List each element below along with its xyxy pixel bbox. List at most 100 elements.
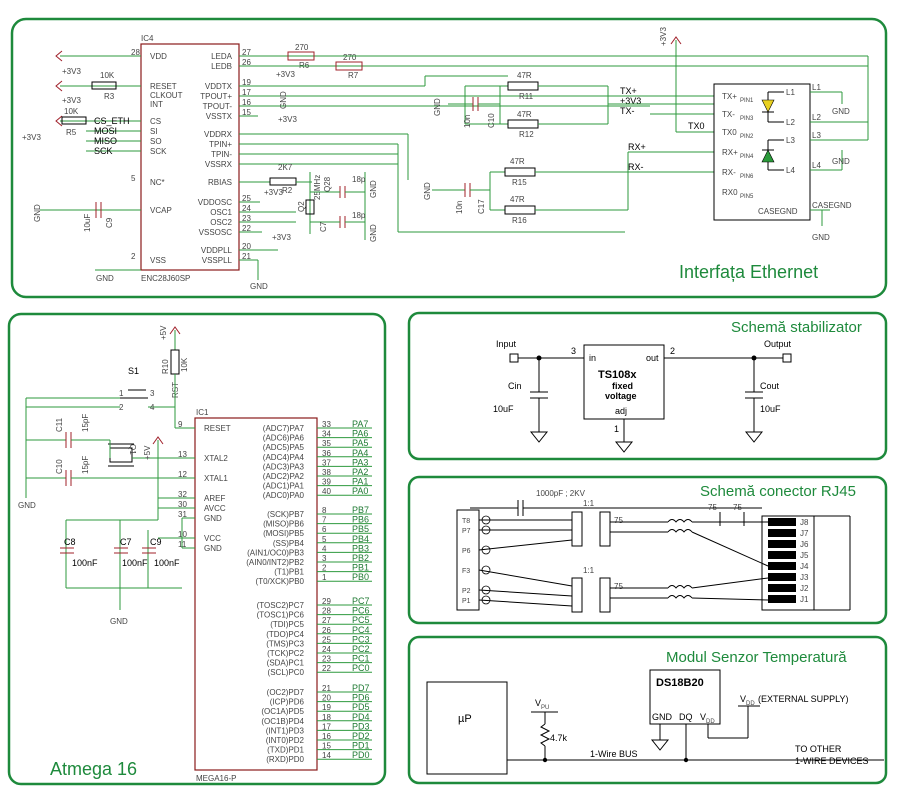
enc-pin-label: LEDB — [211, 62, 232, 71]
atmega-pin-number: 4 — [322, 544, 327, 553]
svg-text:RX+: RX+ — [628, 142, 646, 152]
atmega-net-label: PD3 — [352, 721, 370, 731]
atmega-net-label: PB6 — [352, 515, 369, 525]
svg-text:+3V3: +3V3 — [62, 67, 81, 76]
svg-text:+3V3: +3V3 — [272, 233, 291, 242]
enc-pin-number: 16 — [242, 98, 251, 107]
rj45-left-pin: F3 — [462, 568, 470, 575]
atmega-net-label: PA0 — [352, 486, 368, 496]
sensor-panel — [407, 635, 888, 785]
svg-text:S1: S1 — [128, 366, 139, 376]
svg-text:10uF: 10uF — [760, 404, 781, 414]
svg-text:15pF: 15pF — [81, 414, 90, 432]
rj45-left-pin: P6 — [462, 548, 471, 555]
svg-text:DQ: DQ — [679, 712, 693, 722]
atmega-net-label: PA4 — [352, 448, 368, 458]
enc-pin-number: 2 — [131, 252, 136, 261]
svg-text:Cin: Cin — [508, 381, 522, 391]
svg-text:1000pF ; 2KV: 1000pF ; 2KV — [536, 489, 586, 498]
svg-text:IC4: IC4 — [141, 34, 154, 43]
atmega-port-pin: (OC1A)PD5 — [261, 707, 304, 716]
svg-text:GND: GND — [812, 233, 830, 242]
atmega-port-pin: (TDI)PC5 — [270, 620, 304, 629]
atmega-pin-number: 21 — [322, 684, 331, 693]
svg-text:GND: GND — [423, 182, 432, 200]
atmega-port-pin: (T0/XCK)PB0 — [256, 577, 305, 586]
atmega-pin-label: AREF — [204, 494, 225, 503]
svg-text:GND: GND — [652, 712, 673, 722]
rj45-left-pad — [481, 565, 491, 575]
atmega-pin-number: 6 — [322, 525, 327, 534]
svg-text:V: V — [535, 698, 541, 708]
atmega-pin-number: 38 — [322, 468, 331, 477]
svg-text:V: V — [740, 694, 746, 704]
atmega-pin-number: 1 — [322, 573, 327, 582]
atmega-net-label: PA5 — [352, 438, 368, 448]
atmega-pin-number: 30 — [178, 500, 187, 509]
atmega-net-label: PD2 — [352, 731, 370, 741]
atmega-net-label: PA3 — [352, 457, 368, 467]
atmega-wiring: +5V R10 10K RST S1 1 2 3 4 GND C11 15pF … — [18, 325, 195, 626]
atmega-net-label: PC6 — [352, 606, 370, 616]
svg-text:+5V: +5V — [143, 445, 152, 460]
atmega-port-pin: (TCK)PC2 — [267, 649, 304, 658]
svg-text:1-Wire BUS: 1-Wire BUS — [590, 749, 638, 759]
svg-text:10n: 10n — [455, 201, 464, 214]
enc-pin-label: TPIN+ — [209, 140, 232, 149]
svg-text:voltage: voltage — [605, 391, 637, 401]
svg-text:R15: R15 — [512, 178, 527, 187]
svg-text:PU: PU — [541, 705, 549, 711]
svg-text:47R: 47R — [517, 71, 532, 80]
enc-pin-label: TPOUT- — [203, 102, 233, 111]
atmega-pin-number: 13 — [178, 450, 187, 459]
sensor-circuit: µP V PU 4.7k 1-Wire BUS DS18B20 GND DQ V… — [426, 669, 884, 775]
atmega-pin-number: 9 — [178, 420, 183, 429]
svg-text:C7: C7 — [120, 537, 132, 547]
rj45-contact — [768, 595, 796, 603]
enc-pin-label: VSS — [150, 256, 166, 265]
enc-pin-label: VDDOSC — [198, 198, 232, 207]
enc-pin-label: VDDRX — [204, 130, 233, 139]
svg-text:75: 75 — [614, 516, 623, 525]
ethernet-title: Interfața Ethernet — [679, 262, 818, 282]
atmega-panel — [7, 312, 387, 786]
svg-text:4: 4 — [150, 403, 155, 412]
enc-pin-label: VSSTX — [206, 112, 233, 121]
atmega-net-label: PB4 — [352, 534, 369, 544]
atmega-pin-number: 14 — [322, 751, 331, 760]
atmega-pin-number: 16 — [322, 732, 331, 741]
rj45-contact-label: J3 — [800, 573, 809, 582]
svg-text:270: 270 — [295, 43, 309, 52]
svg-text:Output: Output — [764, 339, 792, 349]
atmega-pin-number: 24 — [322, 645, 331, 654]
rj45-contact — [768, 562, 796, 570]
svg-text:18p: 18p — [352, 211, 366, 220]
svg-text:75: 75 — [614, 582, 623, 591]
atmega-net-label: PC0 — [352, 663, 370, 673]
svg-text:4.7k: 4.7k — [550, 733, 568, 743]
svg-text:10K: 10K — [100, 71, 115, 80]
ethernet-panel — [10, 17, 888, 299]
enc-signal-label: MOSI — [94, 126, 117, 136]
enc-right-wiring: 270 R6 270 R7 +3V3 +3V3 GND 2K7 R2 +3V3 … — [239, 27, 868, 291]
atmega-net-label: PC4 — [352, 625, 370, 635]
enc-pin-label: VSSRX — [205, 160, 233, 169]
atmega-port-pin: (INT1)PD3 — [266, 726, 305, 735]
enc-signal-label: CS_ETH — [94, 116, 130, 126]
svg-text:MEGA16-P: MEGA16-P — [196, 774, 236, 783]
svg-text:Input: Input — [496, 339, 517, 349]
enc-pin-label: LEDA — [211, 52, 233, 61]
svg-text:+3V3: +3V3 — [278, 115, 297, 124]
atmega-port-pin: (ADC1)PA1 — [263, 482, 305, 491]
enc-pin-label: VCAP — [150, 206, 172, 215]
svg-text:R16: R16 — [512, 216, 527, 225]
atmega-pin-number: 29 — [322, 597, 331, 606]
enc-left-wiring: +3V3 +3V3 10K R3 +3V3 10K R5 CS_ETH MOSI… — [22, 50, 141, 283]
atmega-port-pin: (ADC7)PA7 — [263, 424, 305, 433]
enc-pin-number: 15 — [242, 108, 251, 117]
atmega-port-pin: (MISO)PB6 — [263, 520, 304, 529]
atmega-port-pin: (AIN1/OC0)PB3 — [247, 548, 304, 557]
atmega-pin-label: GND — [204, 514, 222, 523]
atmega-pin-label: GND — [204, 544, 222, 553]
enc-pin-label: RESET — [150, 82, 177, 91]
